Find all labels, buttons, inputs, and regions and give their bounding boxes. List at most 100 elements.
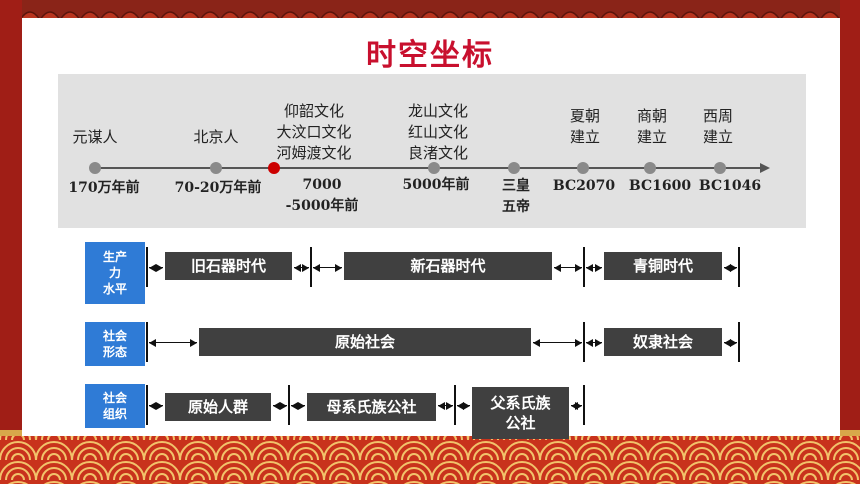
timeline-event-label: 西周建立: [648, 106, 788, 148]
stage-segment: 母系氏族公社: [307, 393, 436, 421]
range-boundary-tick: [288, 385, 290, 425]
arrow-right-icon: [575, 401, 582, 410]
timeline-date-line: 5000年前: [402, 177, 470, 193]
timeline-event-line: 建立: [636, 128, 667, 146]
arrow-left-icon: [149, 401, 156, 410]
timeline-event-line: 元谋人: [72, 128, 118, 146]
timeline-date-label: BC1046: [660, 176, 800, 197]
stage-segment: 新石器时代: [344, 252, 552, 280]
arrow-right-icon: [298, 401, 305, 410]
timeline-date-line: BC1600: [628, 178, 692, 194]
timeline-event-line: 龙山文化: [407, 102, 468, 120]
row-label-line: 社会: [102, 329, 127, 343]
timeline-event-label: 北京人: [146, 127, 286, 148]
range-boundary-tick: [583, 247, 585, 287]
timeline-date-line: -5000年前: [285, 198, 359, 214]
timeline-event-line: 西周: [702, 107, 733, 125]
timeline-event-line: 商朝: [636, 107, 667, 125]
row-label: 社会组织: [85, 384, 145, 428]
stage-segment: 奴隶社会: [604, 328, 722, 356]
timeline-event-line: 仰韶文化: [283, 102, 344, 120]
arrow-left-icon: [457, 401, 464, 410]
timeline-event-line: 建立: [569, 128, 600, 146]
range-arrow-line: [554, 267, 582, 268]
stage-segment: 原始人群: [165, 393, 271, 421]
arrow-left-icon: [291, 401, 298, 410]
timeline-event-line: 大汶口文化: [276, 123, 352, 141]
arrow-right-icon: [335, 263, 342, 272]
timeline-date-line: BC1046: [698, 178, 762, 194]
row-label: 社会形态: [85, 322, 145, 366]
arrow-left-icon: [149, 338, 156, 347]
timeline-date-line: 三皇: [502, 178, 530, 194]
timeline-event-line: 红山文化: [407, 123, 468, 141]
stage-segment: 原始社会: [199, 328, 531, 356]
timeline-date-label: 5000年前: [366, 175, 506, 196]
timeline-date-label: BC2070: [514, 176, 654, 197]
timeline-date-label: 7000 -5000年前: [252, 175, 392, 217]
arrow-right-icon: [595, 338, 602, 347]
stage-segment: 旧石器时代: [165, 252, 292, 280]
arrow-right-icon: [463, 401, 470, 410]
timeline-event-label: 龙山文化红山文化良渚文化: [368, 101, 508, 164]
timeline-event-line: 良渚文化: [407, 144, 468, 162]
range-boundary-tick: [454, 385, 456, 425]
timeline-event-line: 建立: [702, 128, 733, 146]
arrow-right-icon: [446, 401, 453, 410]
arrow-left-icon: [438, 401, 445, 410]
timeline-date-line: BC2070: [552, 178, 616, 194]
timeline-event-line: 夏朝: [569, 107, 600, 125]
timeline-date-line: 五帝: [502, 199, 530, 215]
arrow-left-icon: [273, 401, 280, 410]
row-label-line: 力: [108, 266, 121, 280]
timeline-event-line: 河姆渡文化: [276, 144, 352, 162]
timeline-event-label: 元谋人: [25, 127, 165, 148]
arrow-right-icon: [575, 338, 582, 347]
arrow-right-icon: [156, 263, 163, 272]
timeline-box: [58, 74, 806, 228]
range-boundary-tick: [146, 322, 148, 362]
range-arrow-line: [313, 267, 342, 268]
row-label-line: 形态: [102, 345, 127, 359]
range-boundary-tick: [738, 247, 740, 287]
range-boundary-tick: [583, 322, 585, 362]
range-arrow-line: [533, 342, 582, 343]
stage-segment: 父系氏族公社: [472, 387, 569, 439]
row-label-line: 组织: [102, 407, 127, 421]
timeline-event-label: 仰韶文化大汶口文化河姆渡文化: [244, 101, 384, 164]
arrow-right-icon: [156, 401, 163, 410]
arrow-right-icon: [595, 263, 602, 272]
arrow-left-icon: [724, 263, 731, 272]
arrow-right-icon: [280, 401, 287, 410]
timeline-date-label: 三皇五帝: [446, 176, 586, 218]
arrow-left-icon: [313, 263, 320, 272]
arrow-left-icon: [586, 338, 593, 347]
timeline-event-label: 夏朝建立: [515, 106, 655, 148]
range-boundary-tick: [583, 385, 585, 425]
range-boundary-tick: [738, 322, 740, 362]
arrow-right-icon: [302, 263, 309, 272]
arrow-left-icon: [294, 263, 301, 272]
range-arrow-line: [294, 267, 309, 268]
timeline-event-label: 商朝建立: [582, 106, 722, 148]
arrow-left-icon: [149, 263, 156, 272]
timeline-date-label: 170万年前: [34, 178, 174, 199]
timeline-date-label: 70-20万年前: [148, 178, 288, 199]
range-arrow-line: [586, 342, 602, 343]
timeline-date-line: 70-20万年前: [174, 180, 262, 196]
range-boundary-tick: [310, 247, 312, 287]
timeline-event-line: 北京人: [193, 128, 239, 146]
arrow-left-icon: [554, 263, 561, 272]
row-label: 生产力水平: [85, 242, 145, 304]
page-title: 时空坐标: [366, 38, 494, 73]
row-label-line: 生产: [102, 250, 127, 264]
range-arrow-line: [586, 267, 602, 268]
stage-segment: 青铜时代: [604, 252, 722, 280]
row-label-line: 水平: [102, 282, 127, 296]
arrow-left-icon: [571, 401, 578, 410]
arrow-left-icon: [533, 338, 540, 347]
arrow-left-icon: [586, 263, 593, 272]
arrow-right-icon: [730, 338, 737, 347]
timeline-date-line: 7000: [302, 177, 342, 193]
row-label-line: 社会: [102, 391, 127, 405]
